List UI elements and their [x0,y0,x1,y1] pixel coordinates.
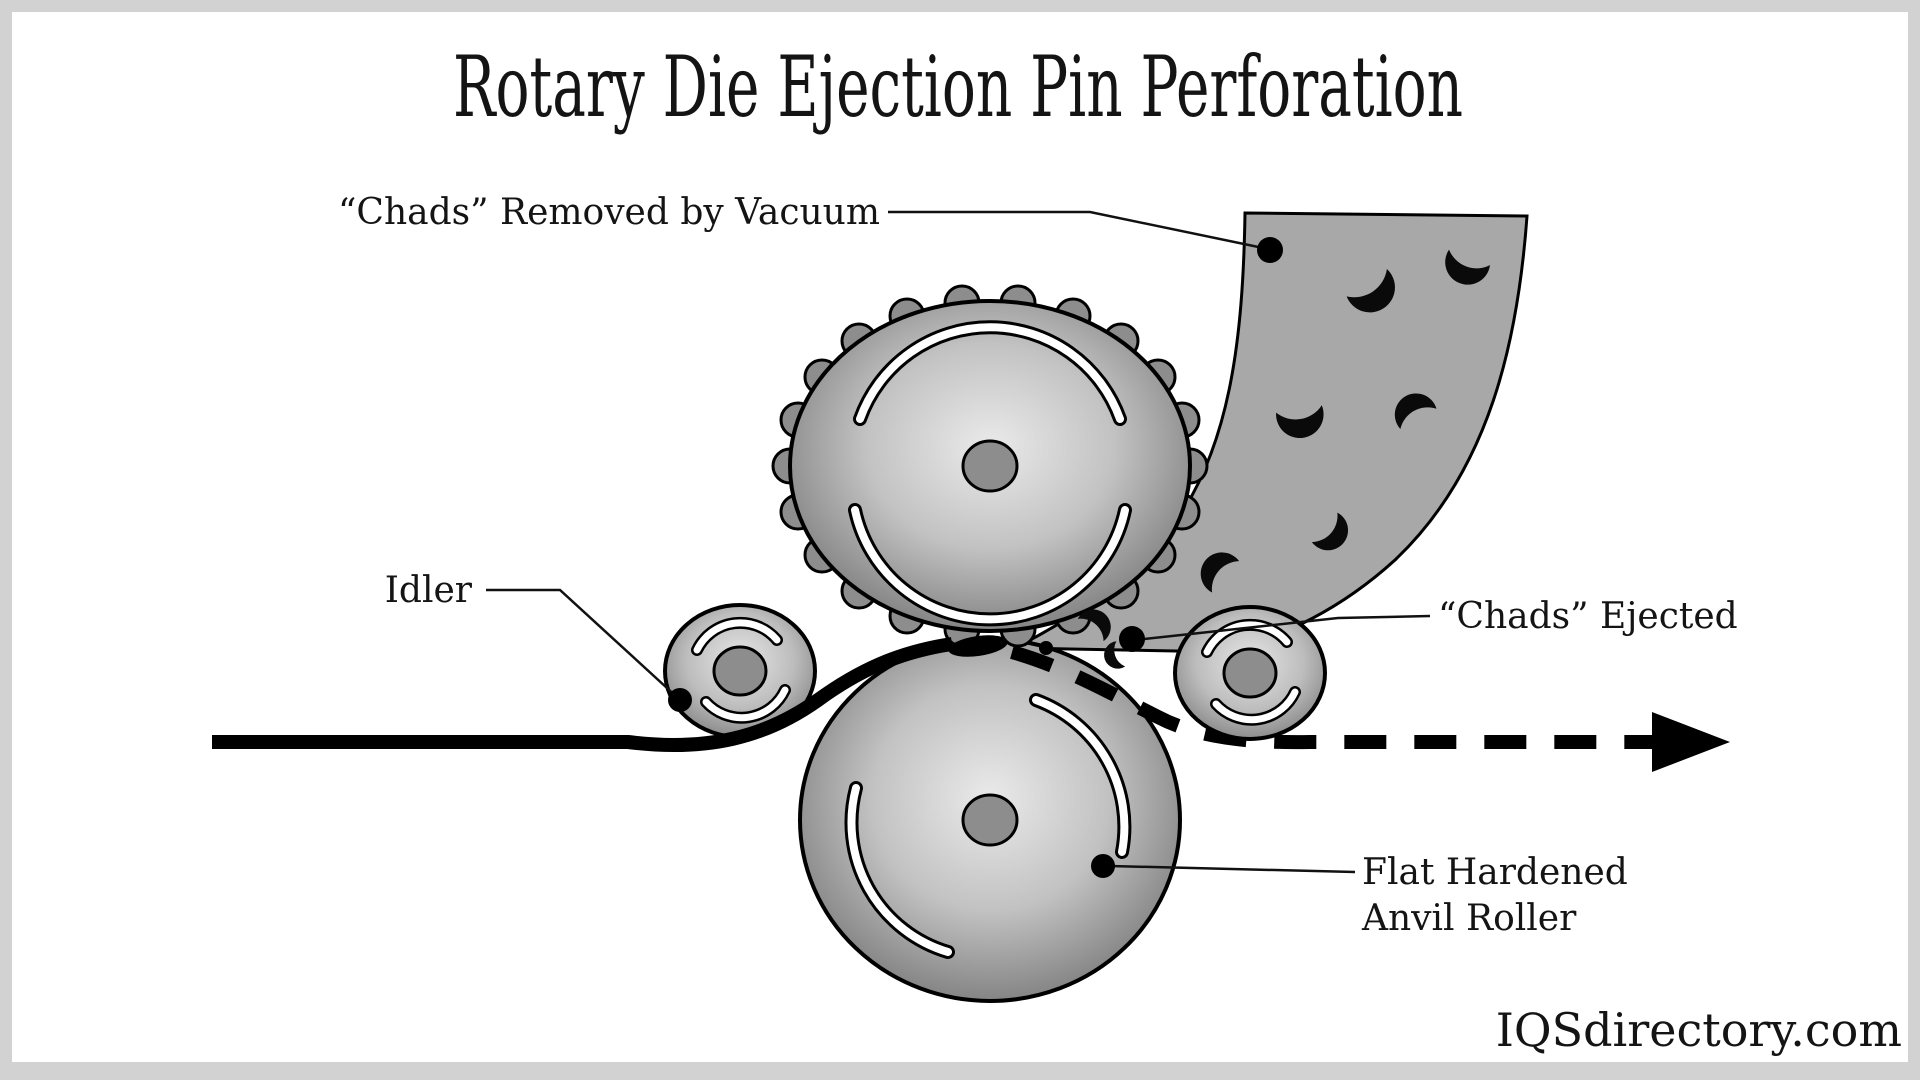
pin-roller [771,284,1209,648]
anvil-roller-arcs [844,693,1132,959]
left-idler-roller [663,603,817,739]
leader-ejected [1134,614,1431,642]
label-anvil-roller-line1: Flat Hardened [1362,852,1628,893]
web-in-solid [212,637,954,753]
web-direction-arrow-icon [1652,712,1730,772]
right-idler-roller [1173,605,1327,741]
leader-dots [668,237,1283,878]
anvil-roller [798,637,1182,1003]
leader-anvil [1109,864,1356,874]
label-anvil-roller-line2: Anvil Roller [1361,898,1577,939]
ejected-chads [948,603,1126,669]
label-idler: Idler [385,570,473,611]
leader-lines [486,210,1431,874]
leader-idler [486,588,680,700]
watermark: IQSdirectory.com [1496,1003,1902,1057]
anvil-hub [961,793,1019,847]
diagram-title: Rotary Die Ejection Pin Perforation [453,38,1463,136]
pin-roller-arcs [848,320,1132,627]
web-out-dashed [1010,645,1730,772]
pin-roller-hub [961,439,1019,493]
leader-vacuum [888,210,1269,251]
left-idler-hub [712,645,768,697]
label-chads-removed-by-vacuum: “Chads” Removed by Vacuum [338,192,880,233]
right-idler-hub [1222,647,1278,699]
label-chads-ejected: “Chads” Ejected [1438,596,1738,637]
